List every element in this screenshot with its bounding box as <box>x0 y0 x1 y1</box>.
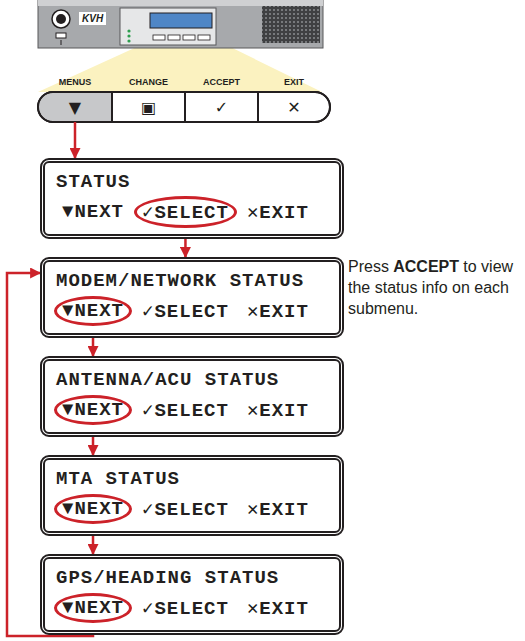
softkey-text: ✕EXIT <box>239 592 317 624</box>
button-divider <box>184 92 186 122</box>
button-label: MENUS <box>38 77 112 87</box>
brand-logo: KVH <box>79 12 106 25</box>
power-knob <box>52 10 70 28</box>
softkey-text: ▼NEXT <box>54 494 132 524</box>
softkey-row: ▼NEXT✓SELECT✕EXIT <box>54 295 330 327</box>
menu-button: MENUS▼ <box>38 92 112 122</box>
status-led <box>127 39 130 42</box>
menu-button: CHANGE▣ <box>112 92 185 122</box>
button-label: CHANGE <box>112 77 185 87</box>
softkey-text: ✕EXIT <box>239 295 317 327</box>
button-label: EXIT <box>258 77 330 87</box>
menus-button-fill <box>39 93 112 121</box>
screen-title: STATUS <box>56 171 330 193</box>
screen-title: ANTENNA/ACU STATUS <box>56 369 330 391</box>
status-led <box>127 29 130 32</box>
panel-button <box>198 35 210 40</box>
callout-text: ACCEPT <box>393 258 459 275</box>
flow-arrow <box>92 536 95 554</box>
callout-text: Press <box>348 258 389 275</box>
flow-arrow <box>74 122 77 158</box>
softkey-row: ▼NEXT✓SELECT✕EXIT <box>54 592 330 624</box>
front-panel <box>120 8 216 45</box>
button-symbol: ✕ <box>287 98 300 117</box>
speaker-grille <box>262 6 320 43</box>
softkey-text: ✓SELECT <box>134 493 237 525</box>
softkey-text: ✕EXIT <box>239 394 317 426</box>
screen-title: MTA STATUS <box>56 468 330 490</box>
lcd-screen-box: ANTENNA/ACU STATUS ▼NEXT✓SELECT✕EXIT <box>40 356 344 437</box>
button-divider <box>257 92 259 122</box>
status-led <box>127 34 130 37</box>
button-symbol: ▣ <box>141 98 156 117</box>
flow-arrow <box>184 239 187 257</box>
softkey-text: ✕EXIT <box>239 493 317 525</box>
lcd-screen-box: GPS/HEADING STATUS ▼NEXT✓SELECT✕EXIT <box>40 554 344 635</box>
button-symbol: ✓ <box>215 98 228 117</box>
softkey-row: ▼NEXT✓SELECT✕EXIT <box>54 196 330 228</box>
device-housing <box>38 0 323 48</box>
button-symbol: ▼ <box>69 98 81 117</box>
housing-top <box>38 0 323 6</box>
button-bar <box>38 92 330 122</box>
panel-button <box>153 35 165 40</box>
button-bar-outline <box>38 92 330 122</box>
button-label: ACCEPT <box>185 77 258 87</box>
power-knob-center <box>56 14 66 24</box>
softkey-text: ✓SELECT <box>134 295 237 327</box>
screen-title: MODEM/NETWORK STATUS <box>56 270 330 292</box>
screen-title: GPS/HEADING STATUS <box>56 567 330 589</box>
softkey-text: ✓SELECT <box>134 196 237 228</box>
panel-button <box>168 35 180 40</box>
softkey-row: ▼NEXT✓SELECT✕EXIT <box>54 493 330 525</box>
button-divider <box>111 92 113 122</box>
flow-arrow <box>92 437 95 455</box>
lcd-screen-box: STATUS ▼NEXT✓SELECT✕EXIT <box>40 158 344 239</box>
softkey-text: ✓SELECT <box>134 592 237 624</box>
softkey-row: ▼NEXT✓SELECT✕EXIT <box>54 394 330 426</box>
lcd-screen <box>150 13 212 28</box>
usb-symbol <box>61 40 62 45</box>
softkey-text: ✓SELECT <box>134 394 237 426</box>
softkey-text: ▼NEXT <box>54 296 132 326</box>
softkey-text: ▼NEXT <box>54 593 132 623</box>
softkey-text: ▼NEXT <box>54 197 132 227</box>
menu-button: ACCEPT✓ <box>185 92 258 122</box>
softkey-text: ✕EXIT <box>239 196 317 228</box>
panel-button <box>183 35 195 40</box>
lcd-screen-box: MODEM/NETWORK STATUS ▼NEXT✓SELECT✕EXIT <box>40 257 344 338</box>
flow-arrow <box>92 338 95 356</box>
lcd-screen-box: MTA STATUS ▼NEXT✓SELECT✕EXIT <box>40 455 344 536</box>
usb-port <box>56 33 66 38</box>
softkey-text: ▼NEXT <box>54 395 132 425</box>
menu-button: EXIT✕ <box>258 92 330 122</box>
callout-note: PressACCEPTto view the status info on ea… <box>348 256 518 319</box>
